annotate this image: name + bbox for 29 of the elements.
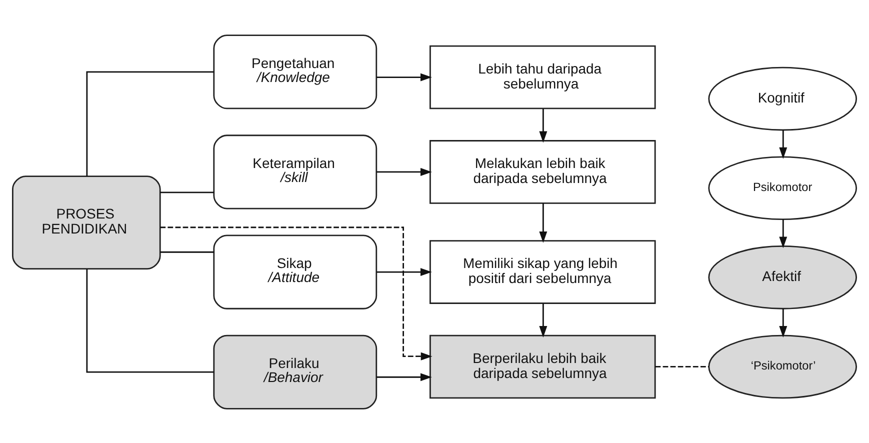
node-box: Pengetahuan /Knowledge [213,34,378,109]
connector [86,268,214,372]
node-box: Berperilaku lebih baik daripada sebelumnya [430,334,656,398]
node-ellipse: Psikomotor [708,156,858,220]
node-box: Lebih tahu daripada sebelumnya [430,44,656,109]
node-box: PROSES PENDIDIKAN [12,175,161,269]
arrow [376,268,432,276]
connector [86,70,214,176]
arrow [779,130,788,158]
connector [655,366,709,367]
arrow [376,72,432,81]
arrow [539,108,548,142]
arrow [539,202,548,242]
node-box: Memiliki sikap yang lebih positif dari sebelumnya [430,240,656,304]
arrow [160,226,432,360]
arrow [779,218,788,248]
node-box: Keterampilan /skill [213,134,378,209]
connector [160,191,214,193]
node-ellipse: Afektif [708,245,858,309]
connector [160,250,214,252]
arrow [376,372,432,381]
arrow [779,308,788,337]
node-ellipse: ‘Psikomotor’ [708,334,858,398]
node-ellipse: Kognitif [708,66,858,130]
node-box: Sikap /Attitude [213,234,378,309]
arrow [539,303,548,337]
node-box: Perilaku /Behavior [213,334,378,409]
arrow [376,167,432,176]
node-box: Melakukan lebih baik daripada sebelumnya [430,140,656,204]
